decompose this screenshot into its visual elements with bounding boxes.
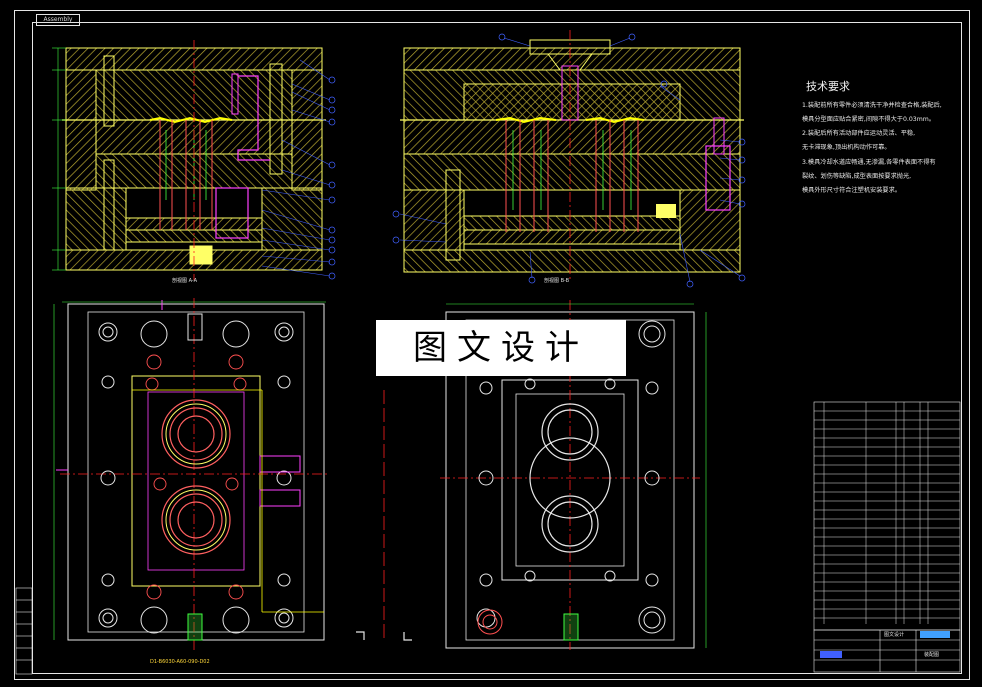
plan-view-fixed-half — [383, 300, 707, 650]
tech-line-2: 模具分型面应贴合紧密,间隙不得大于0.03mm。 — [802, 116, 935, 123]
revision-block — [15, 587, 33, 675]
title-block-stamp — [820, 651, 842, 658]
tech-line-6: 裂纹、划伤等缺陷,成型表面按要求抛光, — [802, 173, 912, 180]
tech-line-4: 无卡滞现象,顶出机构动作可靠。 — [802, 144, 891, 151]
drawing-frame — [32, 22, 962, 674]
title-block-stamp-text: 图文设计 — [884, 632, 905, 638]
tech-line-5: 3.模具冷却水道应畅通,无渗漏,各零件表面不得有 — [802, 159, 936, 166]
technical-requirements-title: 技术要求 — [806, 80, 850, 93]
section-label-a: 剖视图 A-A — [172, 278, 198, 284]
view-caption: D1-B6030-A60-090-D02 — [150, 659, 210, 665]
tech-line-7: 模具外形尺寸符合注塑机安装要求。 — [802, 187, 901, 194]
section-markers — [356, 631, 412, 641]
tech-line-3: 2.装配后所有活动部件应运动灵活、平稳, — [802, 130, 916, 137]
drawing-number-tag: Assembly — [36, 14, 80, 26]
title-block — [813, 629, 961, 673]
section-view-left — [52, 40, 336, 280]
tech-line-1: 1.装配前所有零件必须清洗干净并检查合格,装配后, — [802, 102, 942, 109]
parts-list-table — [813, 401, 961, 631]
outer-border — [14, 10, 970, 680]
drawing-title: 装配图 — [924, 652, 940, 658]
section-label-b: 剖视图 B-B — [544, 278, 570, 284]
plan-view-moving-half — [53, 298, 330, 650]
parts-list-rows — [814, 402, 960, 624]
watermark-banner: 图文设计 — [376, 320, 626, 376]
section-view-right — [392, 30, 746, 288]
title-block-stamp-2 — [920, 631, 950, 638]
